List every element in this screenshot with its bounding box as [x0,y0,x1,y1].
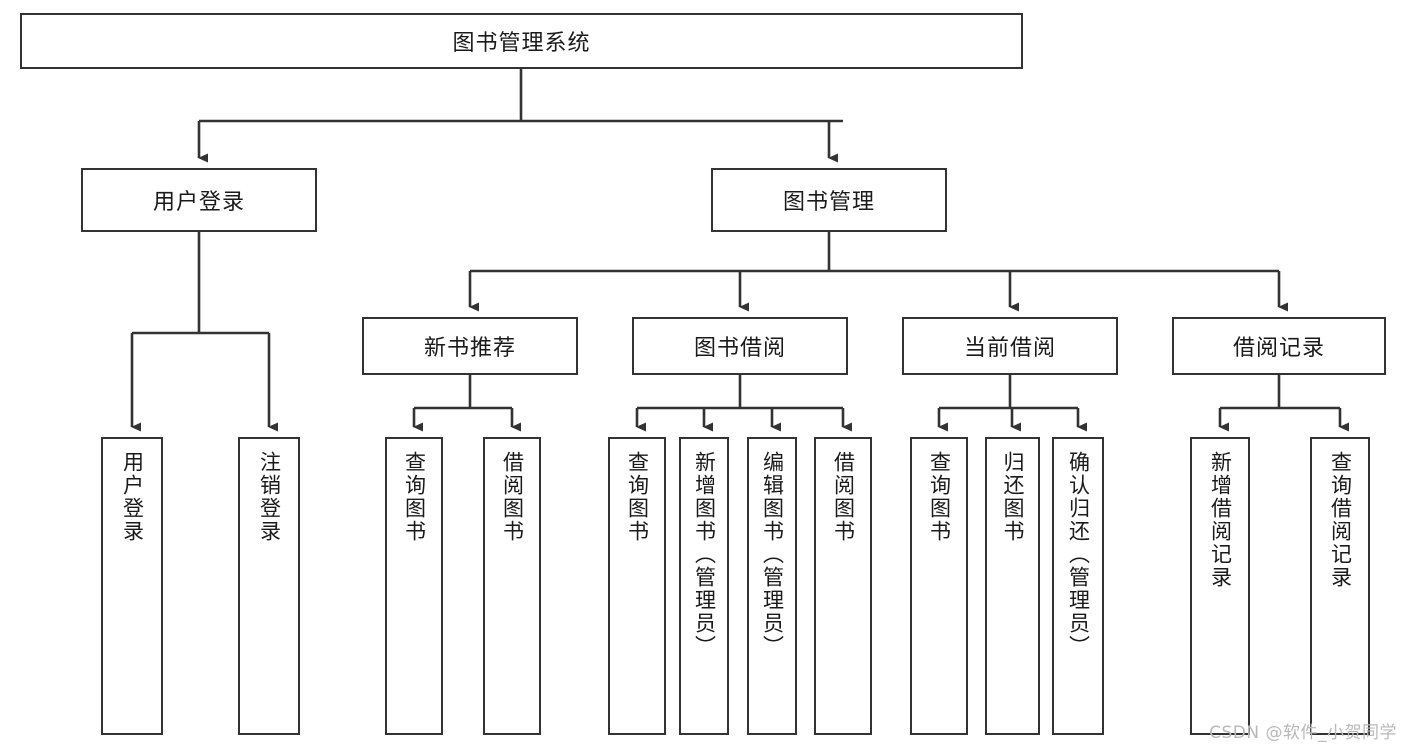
node-root[interactable]: 图书管理系统 [20,13,1023,69]
leaf-label: 借阅图书 [500,451,525,543]
node-book-borrow-label: 图书借阅 [693,336,786,361]
leaf-node[interactable]: 确认归还（管理员） [1052,437,1104,735]
leaf-node[interactable]: 新增借阅记录 [1190,437,1250,735]
leaf-label: 用户登录 [120,451,145,543]
leaf-label: 确认归还（管理员） [1066,451,1091,658]
node-current-borrow-label: 当前借阅 [963,336,1056,361]
leaf-label: 注销登录 [257,451,282,543]
leaf-node[interactable]: 查询图书 [385,437,443,735]
node-book-management[interactable]: 图书管理 [711,168,947,232]
leaf-label: 归还图书 [1000,451,1025,543]
node-borrow-records-label: 借阅记录 [1232,336,1325,361]
node-user-login-label: 用户登录 [152,190,245,215]
leaf-label: 新增借阅记录 [1208,451,1233,589]
node-root-label: 图书管理系统 [452,31,591,56]
watermark: CSDN @软件_小贺同学 [1209,723,1397,743]
leaf-label: 新增图书（管理员） [692,451,717,658]
node-book-borrow[interactable]: 图书借阅 [632,317,848,375]
leaf-node[interactable]: 借阅图书 [483,437,541,735]
leaf-node[interactable]: 查询图书 [910,437,968,735]
leaf-node[interactable]: 借阅图书 [814,437,872,735]
leaf-node[interactable]: 编辑图书（管理员） [747,437,797,735]
node-borrow-records[interactable]: 借阅记录 [1172,317,1386,375]
leaf-label: 借阅图书 [831,451,856,543]
leaf-node[interactable]: 注销登录 [238,437,300,735]
leaf-label: 查询图书 [927,451,952,543]
node-current-borrow[interactable]: 当前借阅 [902,317,1118,375]
leaf-label: 查询图书 [402,451,427,543]
node-user-login[interactable]: 用户登录 [81,168,317,232]
leaf-node[interactable]: 查询图书 [608,437,666,735]
leaf-node[interactable]: 归还图书 [985,437,1040,735]
leaf-label: 查询借阅记录 [1328,451,1353,589]
leaf-node[interactable]: 用户登录 [101,437,163,735]
leaf-label: 编辑图书（管理员） [760,451,785,658]
leaf-node[interactable]: 新增图书（管理员） [679,437,729,735]
leaf-label: 查询图书 [625,451,650,543]
leaf-node[interactable]: 查询借阅记录 [1310,437,1370,735]
node-new-book-recommend-label: 新书推荐 [423,336,516,361]
node-book-management-label: 图书管理 [782,190,875,215]
node-new-book-recommend[interactable]: 新书推荐 [362,317,578,375]
